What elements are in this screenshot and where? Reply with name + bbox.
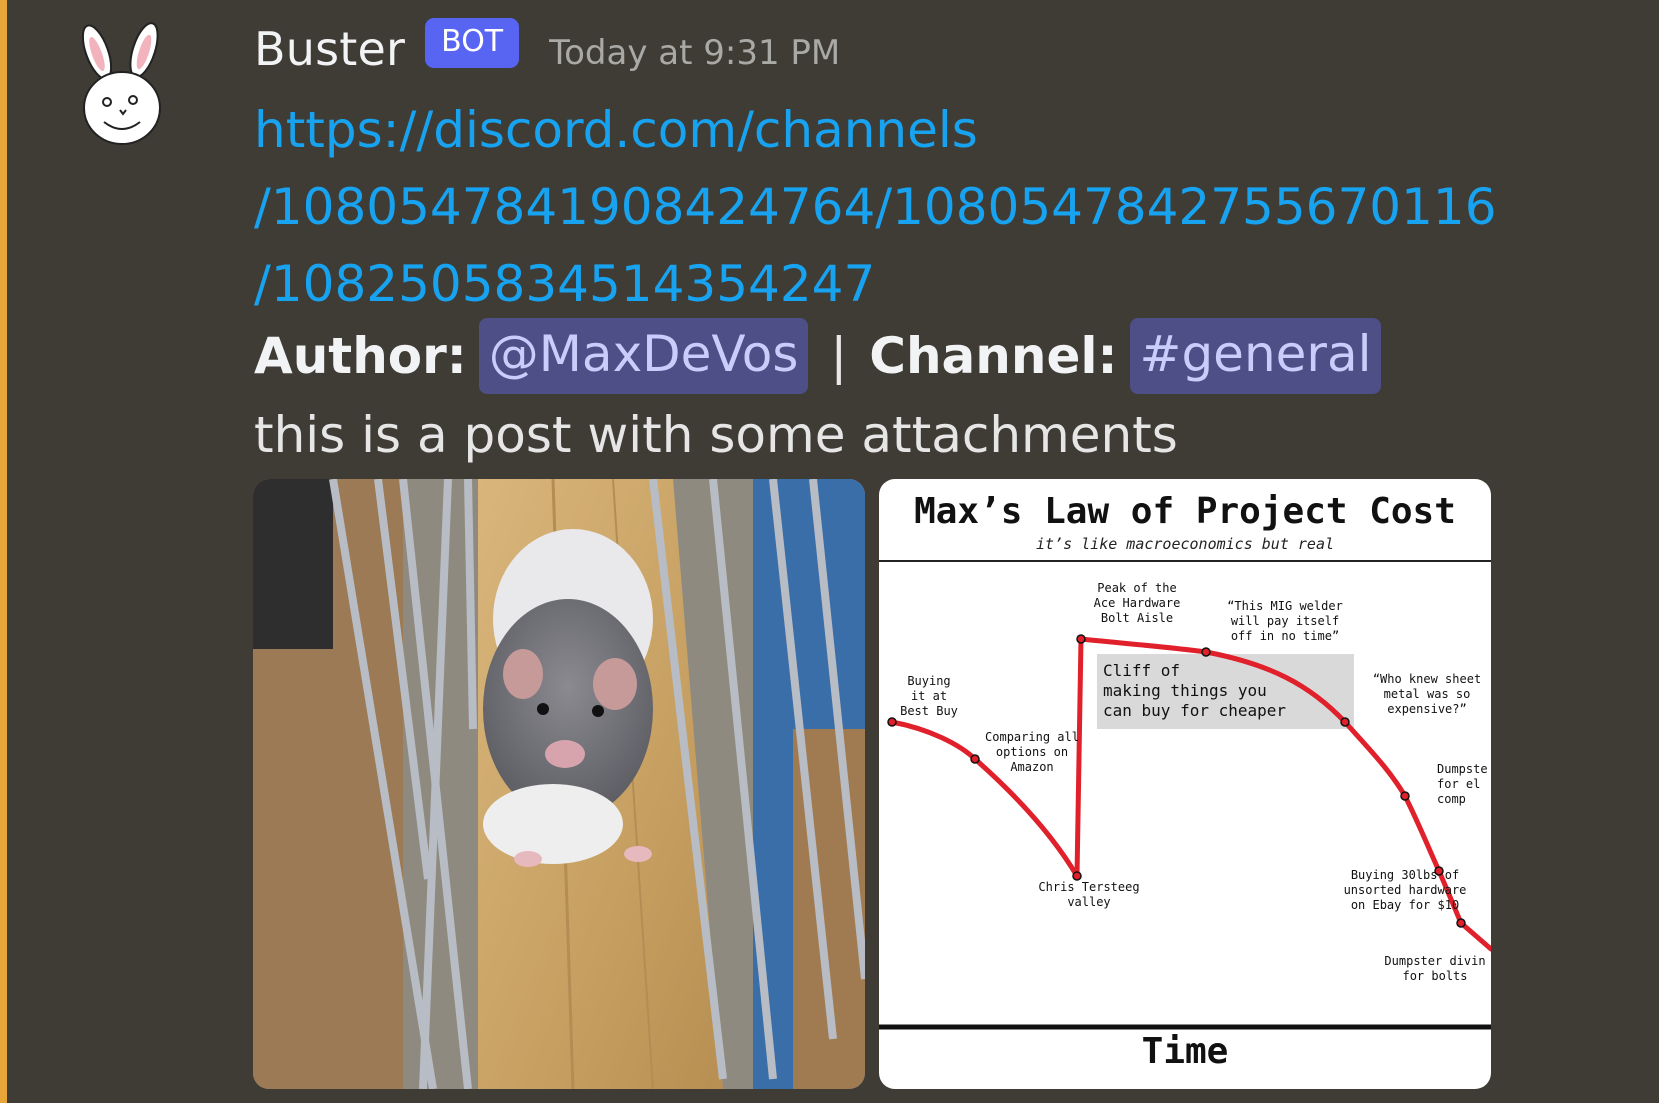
curve-point-8	[1434, 866, 1444, 876]
annotation-label-4: Peak of the	[1097, 581, 1176, 595]
annotation-label-7: for el	[1437, 777, 1480, 791]
author-label: Author:	[254, 327, 467, 385]
chart-title: Max’s Law of Project Cost	[914, 491, 1456, 532]
link-line-2[interactable]: /1080547841908424764/1080547842755670116	[254, 178, 1497, 236]
annotation-label-5: will pay itself	[1231, 614, 1339, 628]
annotation-label-2: Comparing all	[985, 730, 1079, 744]
annotation-label-4: Bolt Aisle	[1101, 611, 1173, 625]
photo-attachment[interactable]	[253, 479, 865, 1089]
annotation-label-8: on Ebay for $10	[1351, 898, 1459, 912]
curve-point-4	[1076, 634, 1086, 644]
curve-point-5	[1201, 647, 1211, 657]
annotation-label-6: expensive?”	[1387, 702, 1466, 716]
annotation-label-1: Buying	[907, 674, 950, 688]
cliff-highlight-line: can buy for cheaper	[1103, 701, 1286, 720]
annotation-label-8: Buying 30lbs of	[1351, 868, 1459, 882]
annotation-label-2: options on	[996, 745, 1068, 759]
curve-point-9	[1456, 918, 1466, 928]
cost-curve-series	[889, 636, 1491, 952]
link-line-1[interactable]: https://discord.com/channels	[254, 101, 978, 159]
annotation-label-5: “This MIG welder	[1227, 599, 1343, 613]
cliff-highlight-line: making things you	[1103, 681, 1267, 700]
annotation-label-9: Dumpster divin	[1384, 954, 1485, 968]
annotation-label-6: metal was so	[1384, 687, 1471, 701]
message-link[interactable]: https://discord.com/channels /1080547841…	[254, 92, 1497, 323]
author-mention[interactable]: @MaxDeVos	[478, 318, 809, 394]
curve-point-1	[887, 717, 897, 727]
annotation-label-7: Dumpste	[1437, 762, 1488, 776]
channel-label: Channel:	[869, 327, 1118, 385]
annotation-label-6: “Who knew sheet	[1373, 672, 1481, 686]
curve-point-7	[1400, 791, 1410, 801]
chart-subtitle: it’s like macroeconomics but real	[1035, 535, 1334, 553]
channel-mention[interactable]: #general	[1129, 318, 1382, 394]
curve-point-6	[1340, 717, 1350, 727]
message-accent-bar	[0, 0, 7, 1103]
meta-separator: |	[830, 327, 848, 385]
annotation-label-8: unsorted hardware	[1344, 883, 1467, 897]
annotation-label-1: it at	[911, 689, 947, 703]
annotation-label-2: Amazon	[1010, 760, 1053, 774]
cliff-highlight-line: Cliff of	[1103, 661, 1180, 680]
bot-badge: BOT	[425, 18, 520, 68]
chart-xlabel: Time	[1141, 1031, 1229, 1072]
message-meta-line: Author: @MaxDeVos | Channel: #general	[254, 316, 1382, 396]
annotation-label-7: comp	[1437, 792, 1466, 806]
message-content: this is a post with some attachments	[254, 406, 1178, 464]
message-timestamp[interactable]: Today at 9:31 PM	[549, 33, 841, 73]
annotation-label-4: Ace Hardware	[1094, 596, 1181, 610]
rat-in-cage-photo-icon	[253, 479, 865, 1089]
annotation-label-5: off in no time”	[1231, 629, 1339, 643]
annotation-label-3: Chris Tersteeg	[1038, 880, 1139, 894]
annotation-label-9: for bolts	[1402, 969, 1467, 983]
annotation-label-1: Best Buy	[900, 704, 958, 718]
bunny-avatar-icon[interactable]	[62, 22, 182, 152]
curve-point-2	[970, 754, 980, 764]
message-header: Buster BOT Today at 9:31 PM	[254, 14, 840, 84]
annotation-label-3: valley	[1067, 895, 1110, 909]
link-line-3[interactable]: /1082505834514354247	[254, 255, 876, 313]
chart-attachment[interactable]: Max’s Law of Project Cost it’s like macr…	[879, 479, 1491, 1089]
username[interactable]: Buster	[254, 22, 406, 76]
curve-point-3	[1072, 871, 1082, 881]
